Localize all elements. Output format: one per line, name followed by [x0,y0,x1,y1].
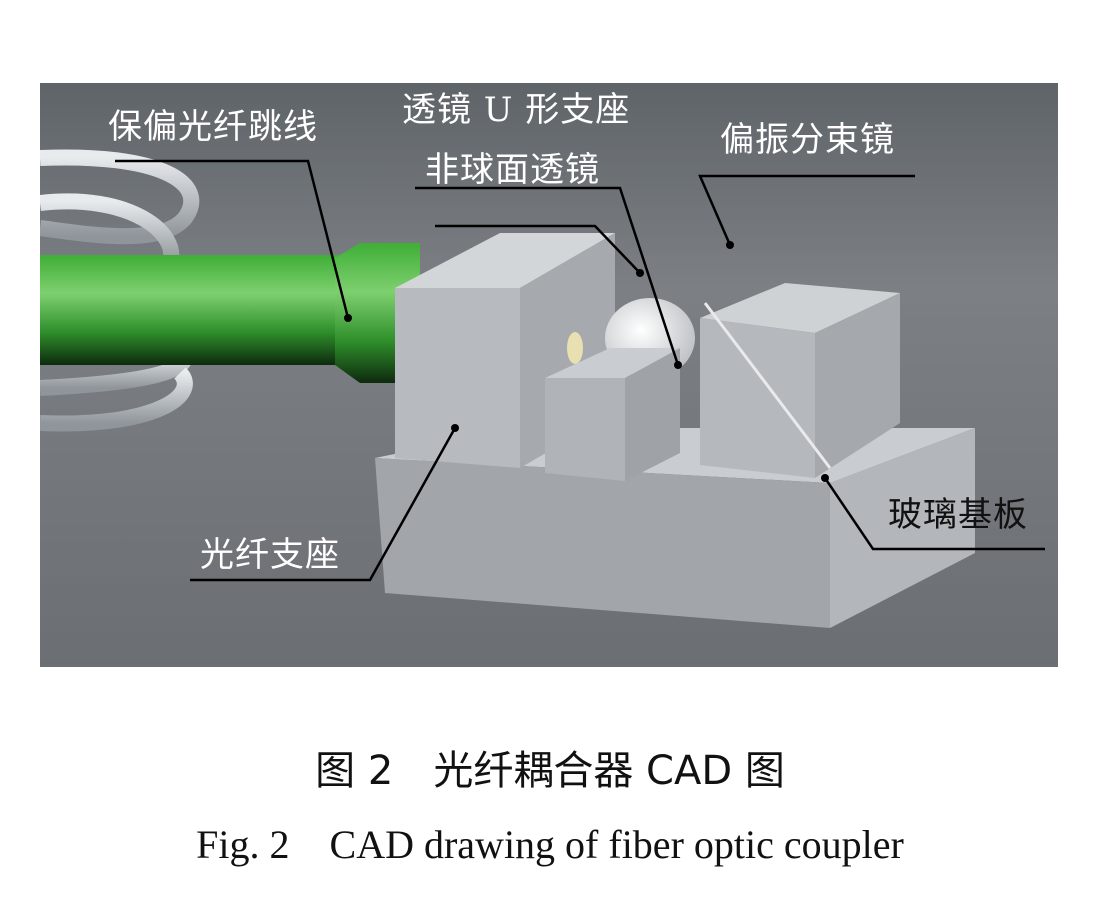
leader-aspheric-lens [435,224,641,274]
leader-fiber-mount [190,427,457,582]
leader-glass-substrate [823,477,1045,551]
label-pm-fiber-jumper: 保偏光纤跳线 [108,107,318,147]
label-glass-substrate: 玻璃基板 [888,495,1028,535]
lens-u-mount [545,348,680,481]
leader-u-mount [415,186,680,366]
figure-caption-chinese: 图 2 光纤耦合器 CAD 图 [315,748,785,794]
cad-figure: 保偏光纤跳线 透镜 U 形支座 非球面透镜 偏振分束镜 光纤支座 玻璃基板 [40,83,1058,667]
leader-lines [115,159,1045,582]
label-fiber-mount: 光纤支座 [200,535,340,575]
label-polarizing-beam-splitter: 偏振分束镜 [720,120,895,160]
polarizing-beam-splitter [700,283,900,478]
cad-render [40,83,1058,667]
pm-fiber-connector [40,243,420,383]
leader-beam-splitter [698,174,915,246]
leader-pm-fiber [115,159,350,319]
label-aspheric-lens: 非球面透镜 [425,150,600,190]
leader-dots [344,241,829,482]
figure-caption-english: Fig. 2 CAD drawing of fiber optic couple… [196,822,904,867]
label-lens-u-mount: 透镜 U 形支座 [402,90,631,130]
